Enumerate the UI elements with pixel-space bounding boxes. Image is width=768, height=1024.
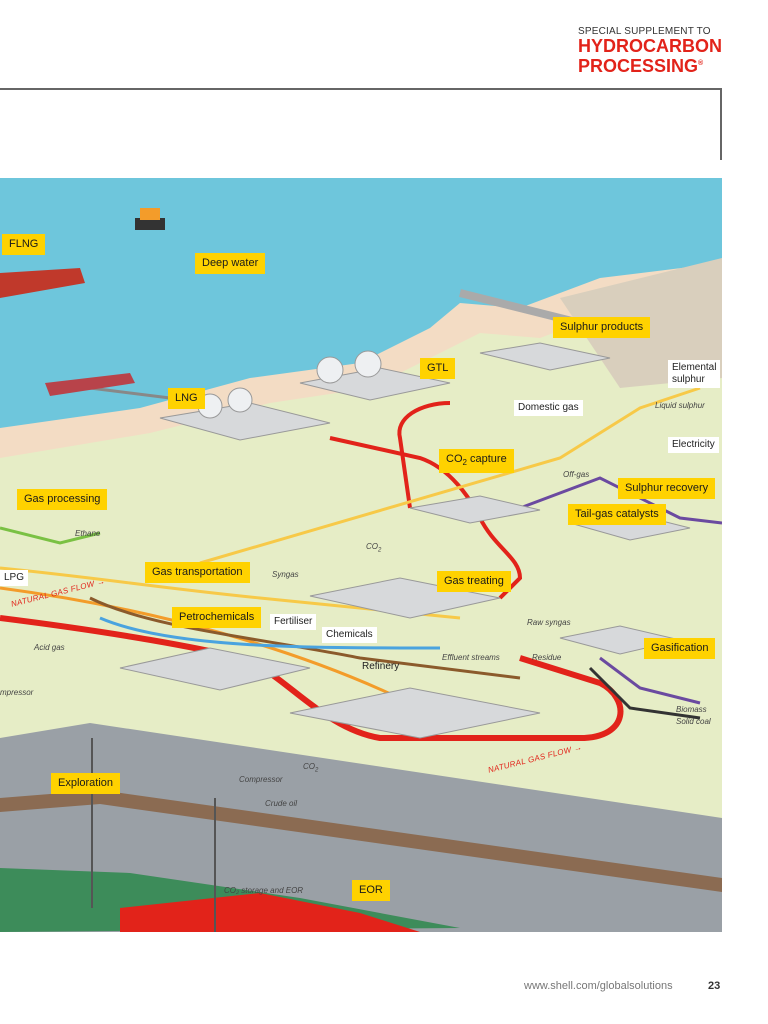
frame-top-rule (0, 88, 722, 90)
tag-exploration: Exploration (51, 773, 120, 794)
label-effluent-streams: Effluent streams (442, 653, 500, 662)
title-line-1: HYDROCARBON (578, 36, 722, 56)
publication-title: HYDROCARBON PROCESSING® (578, 37, 748, 75)
tag-tail-gas-catalysts: Tail-gas catalysts (568, 504, 666, 525)
capture-text: capture (467, 453, 507, 465)
registered-mark: ® (698, 60, 703, 67)
tag-deep-water: Deep water (195, 253, 265, 274)
label-ethane: Ethane (75, 529, 100, 538)
tag-gtl: GTL (420, 358, 455, 379)
title-line-2: PROCESSING (578, 56, 698, 76)
tag-gasification: Gasification (644, 638, 715, 659)
footer-url: www.shell.com/globalsolutions (524, 980, 673, 992)
frame-right-rule (720, 88, 722, 160)
gtl-tank-1 (317, 357, 343, 383)
label-liquid-sulphur: Liquid sulphur (655, 401, 705, 410)
label-compressor-left: mpressor (0, 688, 33, 697)
co2-text: CO (446, 453, 463, 465)
label-raw-syngas: Raw syngas (527, 618, 571, 627)
co2-lower-text: CO (303, 762, 315, 771)
tag-flng: FLNG (2, 234, 45, 255)
label-crude-oil: Crude oil (265, 799, 297, 808)
gtl-tank-2 (355, 351, 381, 377)
tag-gas-treating: Gas treating (437, 571, 511, 592)
label-off-gas: Off-gas (563, 470, 589, 479)
tag-sulphur-products: Sulphur products (553, 317, 650, 338)
label-syngas: Syngas (272, 570, 299, 579)
lng-tank-2 (228, 388, 252, 412)
elemental-line-2: sulphur (672, 374, 705, 385)
label-refinery: Refinery (362, 661, 399, 672)
tag-gas-transportation: Gas transportation (145, 562, 250, 583)
label-domestic-gas: Domestic gas (514, 400, 583, 416)
tag-eor: EOR (352, 880, 390, 901)
label-compressor: Compressor (239, 775, 283, 784)
co2-lower-sub: 2 (315, 768, 318, 774)
tag-lng: LNG (168, 388, 205, 409)
co2-upper-sub: 2 (378, 548, 381, 554)
label-residue: Residue (532, 653, 561, 662)
label-chemicals: Chemicals (322, 627, 377, 643)
tag-sulphur-recovery: Sulphur recovery (618, 478, 715, 499)
label-biomass: Biomass (676, 705, 707, 714)
label-co2-storage-eor: CO₂ storage and EOR (224, 886, 303, 895)
label-electricity: Electricity (668, 437, 719, 453)
elemental-line-1: Elemental (672, 362, 716, 373)
label-co2-upper: CO2 (366, 542, 381, 554)
page-number: 23 (708, 980, 720, 992)
label-lpg: LPG (0, 570, 28, 586)
gas-value-chain-illustration (0, 178, 722, 932)
tag-co2-capture: CO2 capture (439, 449, 514, 473)
platform-deck (140, 208, 160, 220)
tag-petrochemicals: Petrochemicals (172, 607, 261, 628)
co2-upper-text: CO (366, 542, 378, 551)
scene-svg (0, 178, 722, 932)
label-solid-coal: Solid coal (676, 717, 711, 726)
tag-gas-processing: Gas processing (17, 489, 107, 510)
label-co2-lower: CO2 (303, 762, 318, 774)
label-acid-gas: Acid gas (34, 643, 65, 652)
label-fertiliser: Fertiliser (270, 614, 316, 630)
